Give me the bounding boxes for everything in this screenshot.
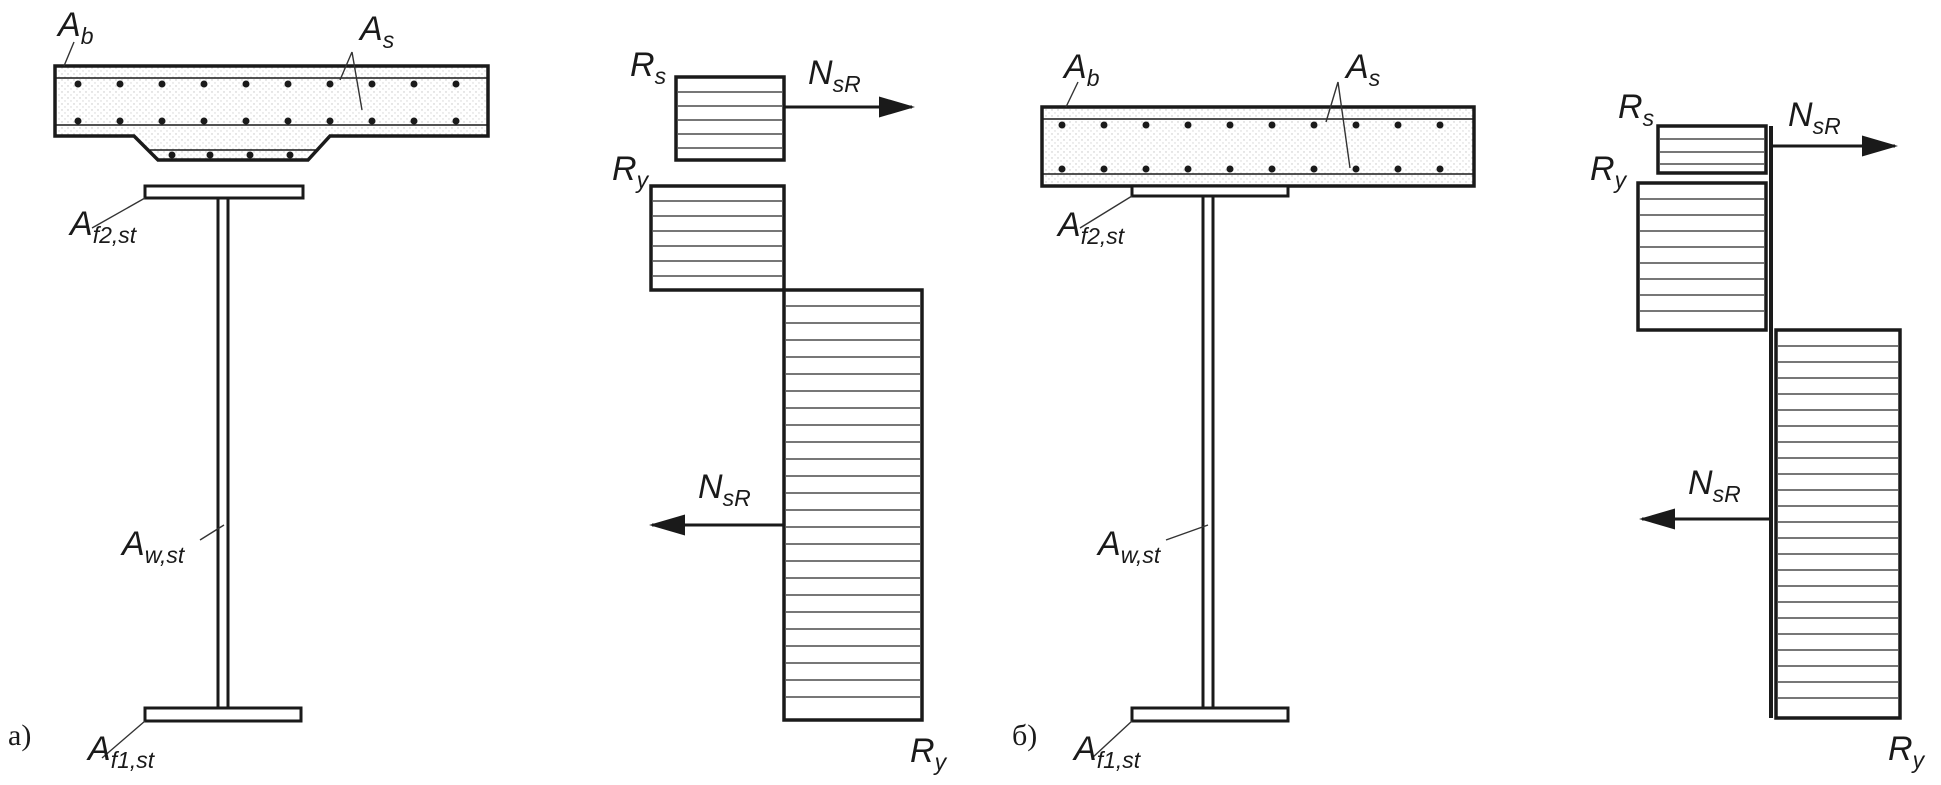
hatch-rs-a bbox=[678, 91, 782, 149]
panel-a-section: Ab As Af2,st Aw,st Af1,st а) bbox=[8, 6, 490, 773]
rebar-stress-label-b: Rs bbox=[1618, 88, 1655, 131]
panel-b-section: Ab As Af2,st Aw,st Af1,st б) bbox=[1012, 48, 1476, 773]
top-force-label-a: NsR bbox=[808, 54, 861, 97]
compression-stress-block-a bbox=[649, 184, 786, 292]
slab-a bbox=[53, 64, 490, 162]
hatch-ryt-b bbox=[1778, 345, 1898, 699]
bottom-flange-b bbox=[1130, 706, 1290, 723]
top-flange-label-a: Af2,st bbox=[68, 205, 138, 248]
compression-stress-label-a: Ry bbox=[612, 150, 650, 193]
top-flange-label-b: Af2,st bbox=[1056, 206, 1126, 249]
top-force-label-b: NsR bbox=[1788, 96, 1841, 139]
rebar-label-a: As bbox=[358, 10, 395, 53]
rebar-label-b: As bbox=[1344, 48, 1381, 91]
tension-stress-label-b: Ry bbox=[1888, 730, 1926, 773]
compression-stress-label-b: Ry bbox=[1590, 150, 1628, 193]
rebar-dots-a bbox=[74, 80, 460, 159]
slab-label-b: Ab bbox=[1062, 48, 1100, 91]
bottom-force-label-b: NsR bbox=[1688, 464, 1741, 507]
tension-stress-block-b bbox=[1774, 328, 1902, 720]
panel-label-a: а) bbox=[8, 719, 31, 752]
bottom-flange-label-a: Af1,st bbox=[86, 730, 156, 773]
top-flange-b bbox=[1130, 184, 1290, 198]
rebar-stress-block-a bbox=[674, 75, 786, 162]
rebar-stress-block-b bbox=[1656, 124, 1768, 175]
panel-b-stress-diagram: Rs Ry Ry NsR NsR bbox=[1590, 88, 1926, 773]
compression-stress-block-b bbox=[1636, 181, 1768, 332]
bottom-flange-a bbox=[143, 706, 303, 723]
top-flange-a bbox=[143, 184, 305, 200]
rebar-stress-label-a: Rs bbox=[630, 46, 667, 89]
hatch-ryt-a bbox=[786, 305, 920, 698]
panel-label-b: б) bbox=[1012, 719, 1037, 752]
tension-stress-block-a bbox=[782, 288, 924, 722]
hatch-rs-b bbox=[1660, 138, 1764, 165]
bottom-force-label-a: NsR bbox=[698, 468, 751, 511]
bottom-flange-label-b: Af1,st bbox=[1072, 730, 1142, 773]
web-label-b: Aw,st bbox=[1096, 525, 1162, 568]
panel-a-stress-diagram: Rs Ry Ry NsR NsR bbox=[612, 46, 948, 775]
slab-label-a: Ab bbox=[56, 6, 94, 49]
web-label-a: Aw,st bbox=[120, 525, 186, 568]
hatch-ryc-a bbox=[653, 200, 782, 277]
tension-stress-label-a: Ry bbox=[910, 732, 948, 775]
hatch-ryc-b bbox=[1640, 198, 1764, 312]
rebar-dots-b bbox=[1058, 121, 1444, 173]
